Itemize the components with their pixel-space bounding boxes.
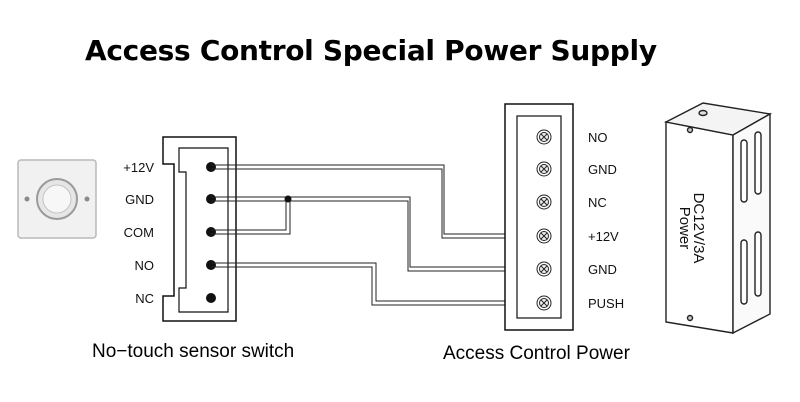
screw-icon bbox=[536, 261, 552, 277]
sensor-pin-label: NO bbox=[135, 258, 155, 273]
sensor-pin-label: +12V bbox=[123, 160, 154, 175]
wire-no bbox=[211, 262, 540, 306]
sensor-pin-label: GND bbox=[125, 192, 154, 207]
power-pin-label: GND bbox=[588, 262, 617, 277]
screw-icon bbox=[536, 295, 552, 311]
sensor-connector bbox=[162, 136, 237, 322]
wire-12v bbox=[211, 164, 540, 239]
power-pin-label: NC bbox=[588, 195, 607, 210]
sensor-button-icon bbox=[17, 159, 97, 239]
power-pin-label: GND bbox=[588, 162, 617, 177]
wire-com bbox=[211, 199, 291, 235]
sensor-pin-label: COM bbox=[124, 225, 154, 240]
sensor-pin-com bbox=[206, 227, 216, 237]
psu-rating-label: DC12V/3A bbox=[690, 193, 707, 264]
screw-icon bbox=[536, 228, 552, 244]
power-pin-label: PUSH bbox=[588, 296, 624, 311]
screw-icon bbox=[536, 161, 552, 177]
diagram-title: Access Control Special Power Supply bbox=[85, 34, 657, 67]
power-pin-label: +12V bbox=[588, 229, 619, 244]
power-caption: Access Control Power bbox=[443, 343, 631, 364]
sensor-pin-gnd bbox=[206, 194, 216, 204]
power-pin-label: NO bbox=[588, 130, 608, 145]
power-supply-box bbox=[663, 102, 773, 335]
terminal-screws bbox=[536, 129, 552, 311]
sensor-pin-label: NC bbox=[135, 291, 154, 306]
wire-junction bbox=[284, 195, 292, 203]
wire-gnd bbox=[211, 196, 540, 272]
sensor-caption: No−touch sensor switch bbox=[92, 341, 294, 362]
sensor-pin-nc bbox=[206, 293, 216, 303]
screw-icon bbox=[536, 194, 552, 210]
sensor-pin-no bbox=[206, 260, 216, 270]
sensor-pin-12v bbox=[206, 162, 216, 172]
screw-icon bbox=[536, 129, 552, 145]
psu-power-label: Power bbox=[676, 207, 693, 250]
